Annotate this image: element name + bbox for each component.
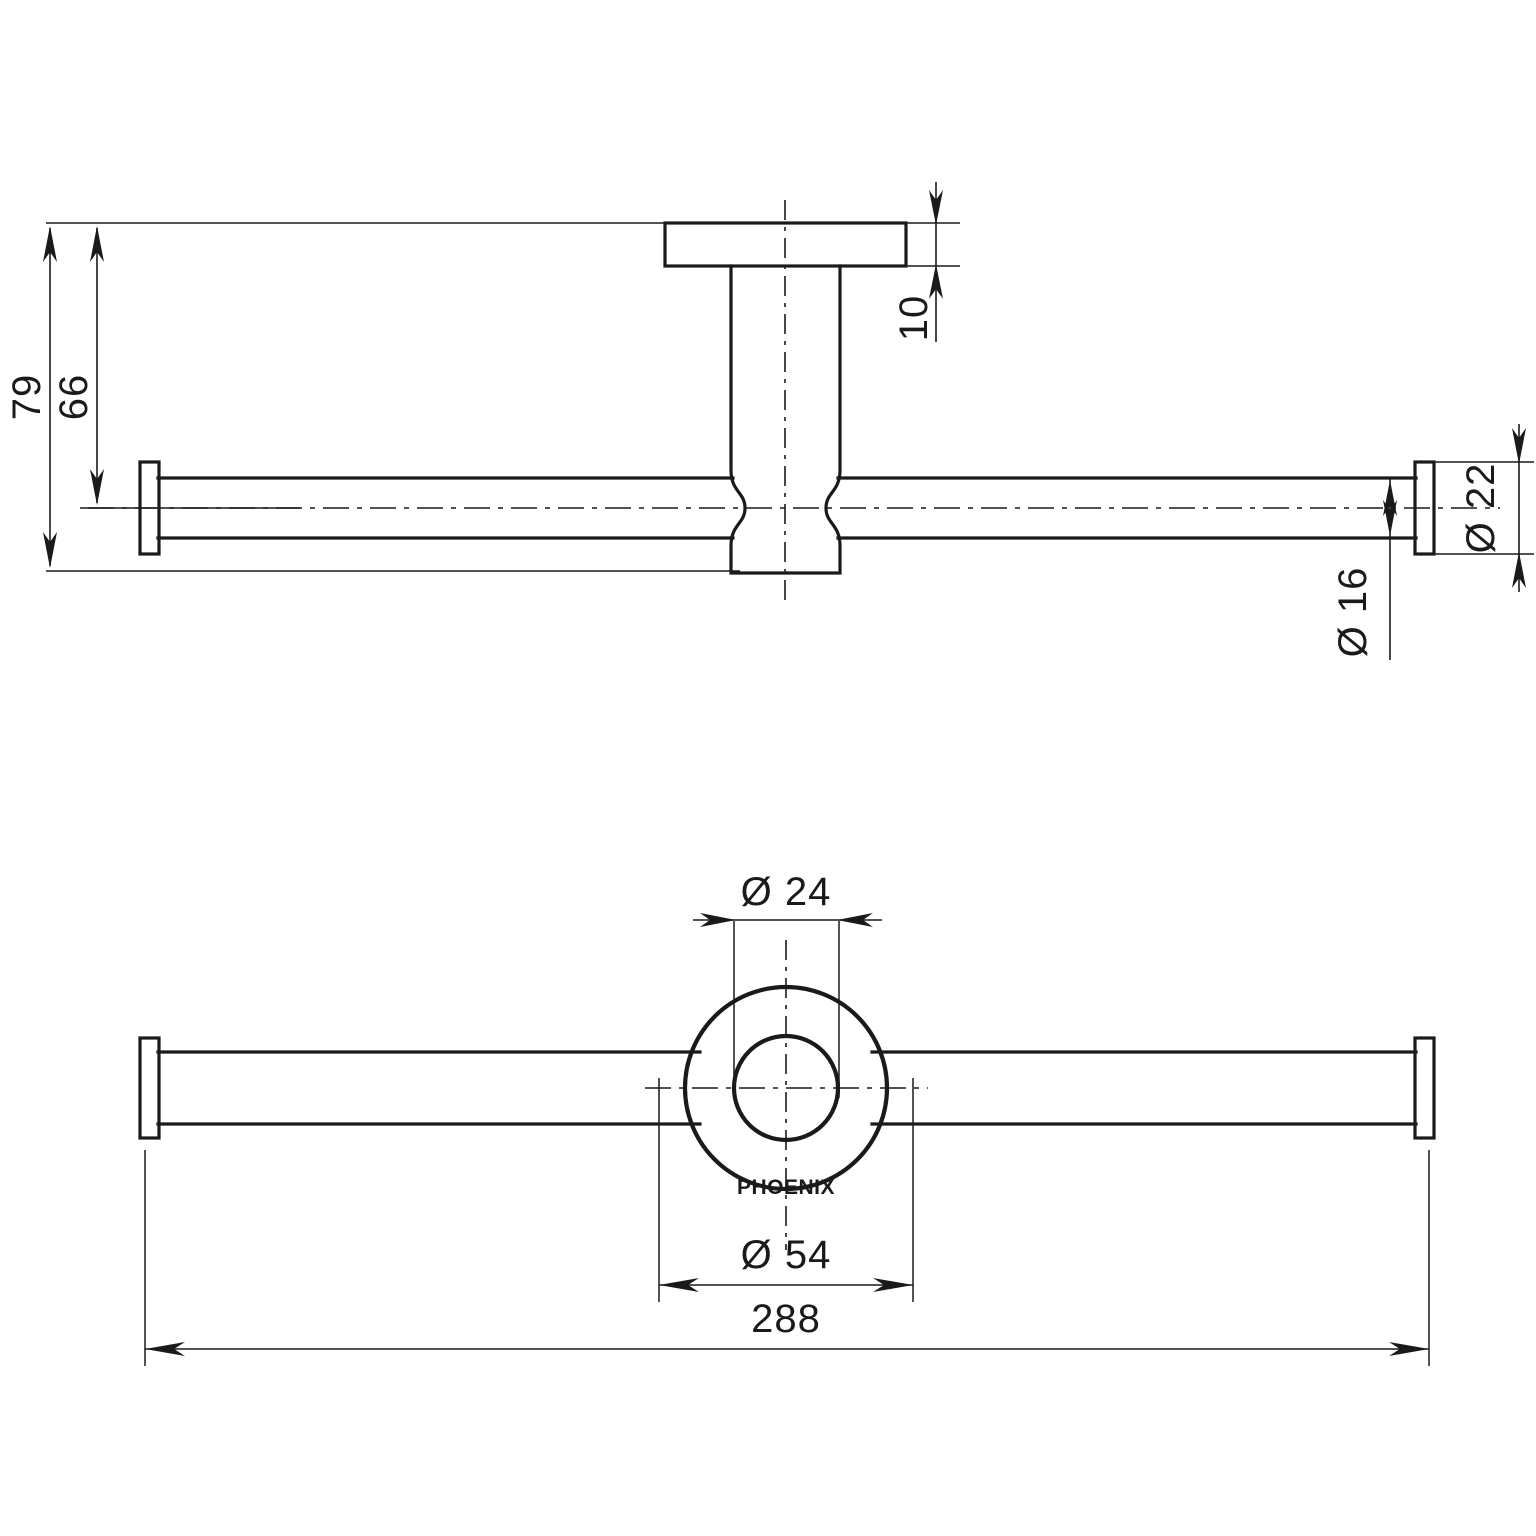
arrowhead-in-top-10 [929, 190, 943, 225]
dimension-overall-width: 288 [144, 1150, 1430, 1366]
arrowhead-in-right-d54 [873, 1278, 913, 1292]
arrowhead-out-left-d24 [700, 913, 736, 927]
dimension-cap-diameter: Ø 22 [1434, 424, 1534, 592]
dimension-height-to-centre: 66 [52, 226, 300, 509]
arrowhead-in-left-288 [145, 1342, 185, 1356]
plan-right-end-cap [1413, 1036, 1436, 1140]
dim-label-height-to-centre: 66 [52, 374, 96, 421]
dim-label-cap-diameter: Ø 22 [1459, 463, 1503, 554]
front-elevation-view: 79 66 10 Ø 16 [5, 182, 1534, 660]
dim-label-stem-diameter: Ø 24 [741, 870, 832, 914]
brand-logo-text: PHOENIX [737, 1176, 835, 1199]
dim-label-height-overall: 79 [5, 374, 49, 421]
arrowhead-in-bottom-d22 [1512, 552, 1526, 588]
dimension-stem-diameter: Ø 24 [693, 870, 882, 1098]
arrowhead-up-79 [43, 226, 57, 262]
plan-view: PHOENIX Ø 24 Ø 54 288 [138, 870, 1436, 1366]
dim-label-plate-thickness: 10 [892, 295, 936, 342]
dim-label-escutcheon-diameter: Ø 54 [741, 1233, 832, 1277]
dimension-escutcheon-diameter: Ø 54 [658, 1078, 914, 1302]
arrowhead-in-top-d22 [1512, 428, 1526, 464]
mounting-stem [729, 264, 842, 575]
dim-label-overall-width: 288 [751, 1297, 821, 1341]
arrowhead-in-bottom-10 [929, 264, 943, 299]
arrowhead-in-left-d54 [659, 1278, 699, 1292]
dimension-height-overall: 79 [5, 222, 740, 572]
arrowhead-down-66 [90, 469, 104, 505]
dimension-plate-thickness: 10 [892, 182, 960, 342]
arrowhead-down-79 [43, 532, 57, 568]
plan-left-end-cap [138, 1036, 161, 1140]
escutcheon-plate-circle [682, 984, 890, 1192]
arrowhead-up-66 [90, 226, 104, 262]
right-end-cap [1413, 460, 1436, 556]
arrowhead-out-right-d24 [837, 913, 873, 927]
arrowhead-in-right-288 [1389, 1342, 1429, 1356]
dimension-bar-diameter: Ø 16 [1331, 478, 1397, 660]
arrowhead-down-d16 [1383, 500, 1397, 536]
dim-label-bar-diameter: Ø 16 [1331, 567, 1375, 658]
wall-plate-flange [663, 221, 908, 268]
